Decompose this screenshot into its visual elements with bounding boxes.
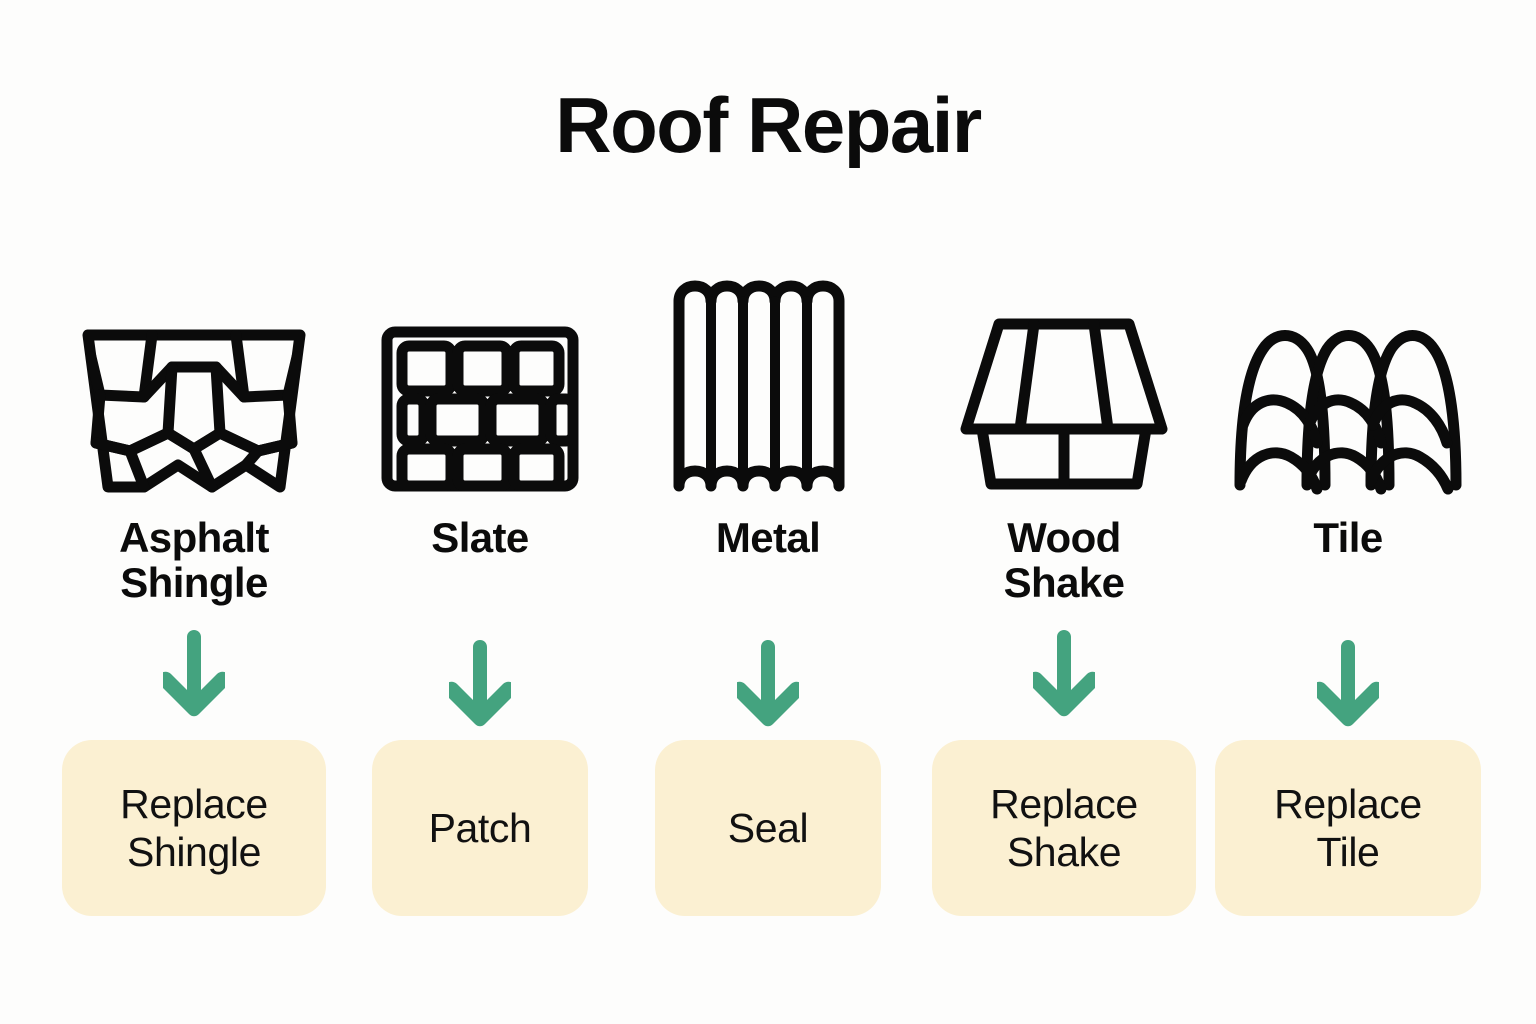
material-label: Tile: [1313, 514, 1383, 561]
material-columns: Asphalt Shingle Replace Shingle: [0, 268, 1536, 968]
material-label: Wood Shake: [1003, 514, 1125, 607]
material-label: Asphalt Shingle: [119, 514, 269, 607]
column-slate: Slate Patch: [372, 268, 588, 916]
flow-arrow-asphalt-shingle: [163, 610, 225, 722]
column-metal: Metal Seal: [655, 268, 881, 916]
barrel-tile-icon: [1229, 268, 1467, 495]
action-label: Replace Shake: [990, 780, 1138, 875]
page-title: Roof Repair: [555, 81, 982, 169]
material-label: Slate: [431, 514, 529, 561]
flow-arrow-wood-shake: [1033, 610, 1095, 722]
column-tile: Tile Replace Tile: [1215, 268, 1481, 916]
column-wood-shake: Wood Shake Replace Shake: [932, 268, 1196, 916]
action-pill[interactable]: Patch: [372, 740, 588, 916]
action-pill[interactable]: Replace Tile: [1215, 740, 1481, 916]
flow-arrow-tile: [1317, 564, 1379, 732]
action-pill[interactable]: Replace Shake: [932, 740, 1196, 916]
action-label: Seal: [727, 804, 809, 851]
action-label: Patch: [428, 804, 532, 851]
column-asphalt-shingle: Asphalt Shingle Replace Shingle: [62, 268, 326, 916]
asphalt-shingle-icon: [74, 268, 314, 493]
action-pill[interactable]: Replace Shingle: [62, 740, 326, 916]
slate-tile-icon: [380, 268, 580, 493]
flow-arrow-slate: [449, 564, 511, 732]
action-label: Replace Shingle: [120, 780, 268, 875]
action-pill[interactable]: Seal: [655, 740, 881, 916]
material-label: Metal: [715, 514, 821, 561]
flow-arrow-metal: [737, 564, 799, 732]
action-label: Replace Tile: [1274, 780, 1422, 875]
wood-shake-icon: [951, 268, 1177, 493]
metal-panel-icon: [670, 268, 866, 493]
